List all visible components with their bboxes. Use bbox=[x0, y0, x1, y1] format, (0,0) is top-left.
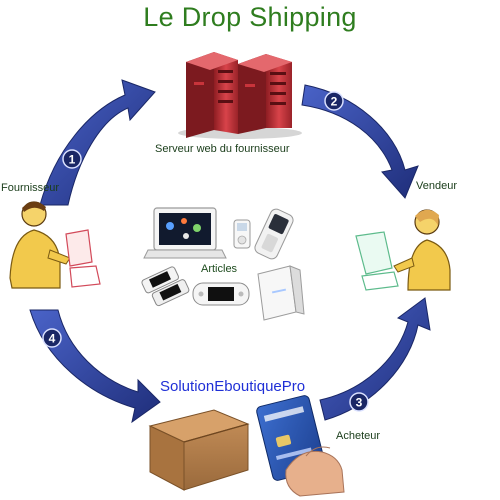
handheld-console-icon bbox=[141, 266, 190, 307]
step-2-label: 2 bbox=[331, 95, 338, 109]
phone-icon bbox=[254, 208, 294, 260]
arrow-step-1 bbox=[39, 79, 156, 206]
laptop-icon bbox=[143, 207, 227, 259]
step-1-label: 1 bbox=[69, 153, 76, 167]
step-badge-2: 2 bbox=[324, 91, 344, 111]
step-badge-4: 4 bbox=[42, 328, 62, 348]
psp-icon bbox=[192, 282, 250, 306]
parcel-box-icon bbox=[148, 409, 250, 491]
supplier-label: Fournisseur bbox=[1, 182, 60, 194]
step-badge-3: 3 bbox=[349, 392, 369, 412]
step-badge-1: 1 bbox=[62, 149, 82, 169]
web-server-icon bbox=[178, 52, 302, 139]
ipod-icon bbox=[233, 219, 251, 249]
step-3-label: 3 bbox=[356, 396, 363, 410]
buyer-label: Acheteur bbox=[336, 430, 381, 442]
seller-label: Vendeur bbox=[416, 180, 457, 192]
hand-icon bbox=[285, 446, 345, 497]
arrow-step-3 bbox=[319, 297, 431, 421]
arrow-step-4 bbox=[29, 309, 161, 424]
brand-label: SolutionEboutiquePro bbox=[160, 378, 306, 395]
server-label: Serveur web du fournisseur bbox=[155, 143, 290, 155]
step-4-label: 4 bbox=[49, 332, 56, 346]
supplier-person-icon bbox=[9, 201, 101, 289]
arrow-step-2 bbox=[301, 84, 419, 199]
game-console-icon bbox=[257, 265, 305, 321]
articles-label: Articles bbox=[201, 263, 238, 275]
diagram-title: Le Drop Shipping bbox=[143, 2, 357, 32]
seller-person-icon bbox=[355, 209, 451, 291]
